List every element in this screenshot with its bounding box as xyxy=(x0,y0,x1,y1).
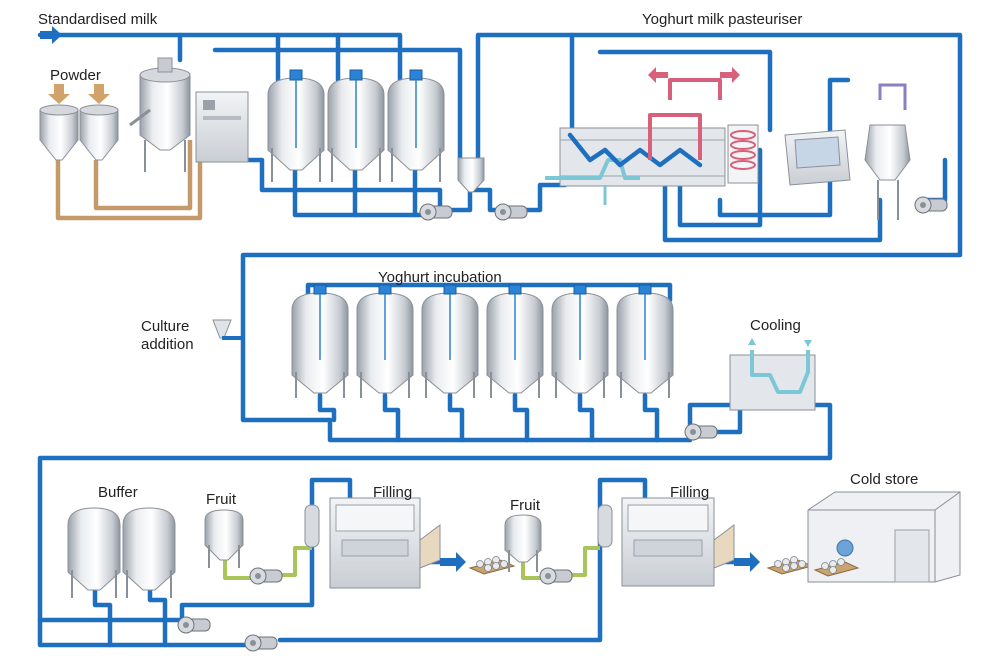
label-addition: addition xyxy=(141,336,194,353)
fruit-tank-1 xyxy=(204,509,244,568)
incubation-tank-4 xyxy=(486,284,544,398)
pump-icon xyxy=(249,567,283,585)
fruit-tank-2 xyxy=(504,514,542,572)
label-culture: Culture xyxy=(141,318,189,335)
incubation-tank-5 xyxy=(551,284,609,398)
arrow-down-icon xyxy=(88,84,110,104)
label-filling-2: Filling xyxy=(670,484,709,501)
yoghurt-tray-2 xyxy=(766,556,814,575)
incubation-tank-6 xyxy=(616,284,674,398)
pump-icon xyxy=(419,203,453,221)
label-fruit-2: Fruit xyxy=(510,497,541,514)
label-pasteuriser: Yoghurt milk pasteuriser xyxy=(642,11,802,28)
label-incubation: Yoghurt incubation xyxy=(378,269,502,286)
yoghurt-tray-1 xyxy=(468,556,516,575)
arrow-right-icon xyxy=(734,552,760,572)
row1-pipes xyxy=(37,32,963,423)
arrow-right-icon xyxy=(40,26,62,44)
label-cooling: Cooling xyxy=(750,317,801,334)
storage-tank-3 xyxy=(387,69,445,182)
pump-icon xyxy=(494,203,528,221)
incubation-tank-3 xyxy=(421,284,479,398)
label-powder: Powder xyxy=(50,67,101,84)
filling-machine-1 xyxy=(304,497,441,589)
arrow-right-icon xyxy=(440,552,466,572)
incubation-tank-1 xyxy=(291,284,349,398)
culture-addition-funnel xyxy=(212,319,243,340)
mixing-unit xyxy=(129,57,249,172)
fruit-pipes xyxy=(223,546,600,580)
arrow-down-icon xyxy=(804,340,812,347)
pump-icon xyxy=(914,196,948,214)
incubation-tanks xyxy=(291,284,674,398)
storage-tank-2 xyxy=(327,69,385,182)
arrow-up-icon xyxy=(748,338,756,345)
pump-icon xyxy=(244,634,278,652)
buffer-tank-2 xyxy=(122,507,176,598)
label-buffer: Buffer xyxy=(98,484,138,501)
plate-heat-exchanger xyxy=(545,67,740,205)
label-standardised-milk: Standardised milk xyxy=(38,11,158,28)
label-filling-1: Filling xyxy=(373,484,412,501)
cooling-heat-exchanger xyxy=(729,338,816,411)
balance-tank xyxy=(457,157,485,193)
powder-silo-1 xyxy=(39,104,79,161)
pump-icon xyxy=(177,616,211,634)
label-fruit-1: Fruit xyxy=(206,491,237,508)
powder-silo-2 xyxy=(79,104,119,161)
incubation-tank-2 xyxy=(356,284,414,398)
buffer-tank-1 xyxy=(67,507,121,598)
holding-tube-icon xyxy=(727,124,759,184)
cold-store-icon xyxy=(807,491,961,583)
arrow-left-icon xyxy=(648,67,668,83)
arrow-down-icon xyxy=(48,84,70,104)
deaerator-icon xyxy=(864,83,911,220)
arrow-right-icon xyxy=(720,67,740,83)
homogeniser-icon xyxy=(784,129,851,186)
storage-tank-1 xyxy=(267,69,325,182)
filling-machine-2 xyxy=(597,497,735,587)
powder-pipes xyxy=(55,140,203,221)
pump-icon xyxy=(684,423,718,441)
label-cold-store: Cold store xyxy=(850,471,918,488)
pump-icon xyxy=(539,567,573,585)
